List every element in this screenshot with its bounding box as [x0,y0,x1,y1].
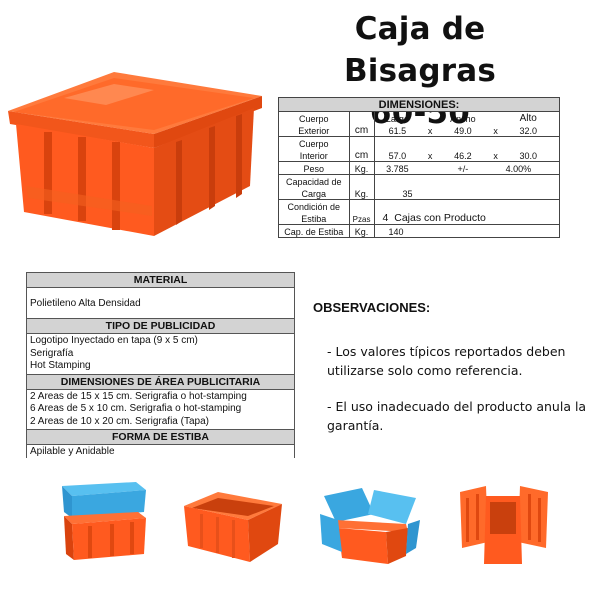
peso-unit: Kg. [348,161,375,175]
capacidad-label-2: Carga [278,187,350,200]
peso-tolerance: 4.00% [485,161,551,175]
title-line-1: Caja de Bisagras [343,11,497,89]
estiba-value: 4 Cajas con Producto [373,212,561,225]
nested-box-image [184,492,282,562]
interior-ancho: 46.2 [439,149,486,162]
exterior-alto: 32.0 [505,124,551,137]
header-ancho: Ancho [439,111,486,124]
capacidad-unit: Kg. [348,187,375,200]
observacion-1: - Los valores típicos reportados deben u… [327,344,566,378]
publicidad-header: TIPO DE PUBLICIDAD [26,318,295,334]
cap-estiba-label: Cap. de Estiba [278,224,350,238]
cap-estiba-unit: Kg. [348,224,375,238]
dimensions-table: DIMENSIONES: Cuerpo Largo Ancho Alto Ext… [278,97,561,238]
peso-label: Peso [278,161,350,175]
area-list: 2 Areas de 15 x 15 cm. Serigrafia o hot-… [26,388,295,430]
exterior-ancho: 49.0 [439,124,486,137]
material-table: MATERIAL Polietileno Alta Densidad TIPO … [26,272,295,458]
material-header: MATERIAL [26,272,295,288]
interior-alto: 30.0 [505,149,551,162]
interior-largo: 57.0 [374,149,421,162]
capacidad-value: 35 [373,187,561,200]
interior-label-2: Interior [278,149,350,162]
observacion-2: - El uso inadecuado del producto anula l… [327,399,587,433]
material-value: Polietileno Alta Densidad [26,287,295,319]
forma-estiba-value: Apilable y Anidable [26,444,295,458]
capacidad-label: Capacidad de [278,174,350,187]
stacked-boxes-image [62,482,146,560]
exterior-unit: cm [348,124,375,137]
cap-estiba-value: 140 [373,224,561,238]
header-largo: Largo [374,111,421,124]
peso-pm: +/- [439,161,486,175]
estiba-unit: Pzas [348,212,375,225]
peso-value: 3.785 [374,161,421,175]
observaciones-title: OBSERVACIONES: [313,300,431,315]
forma-estiba-header: FORMA DE ESTIBA [26,429,295,445]
exterior-label: Cuerpo [278,111,350,124]
exterior-label-2: Exterior [278,124,350,137]
dimensions-header: DIMENSIONES: [278,97,560,112]
area-header: DIMENSIONES DE ÁREA PUBLICITARIA [26,373,295,390]
hinged-box-image [8,72,262,236]
estiba-label: Condición de [278,199,350,212]
open-lid-box-image [320,488,420,564]
header-alto: Alto [505,111,551,124]
hinged-open-box-image [460,486,548,564]
exterior-largo: 61.5 [374,124,421,137]
interior-unit: cm [348,149,375,162]
publicidad-list: Logotipo Inyectado en tapa (9 x 5 cm) Se… [26,333,295,375]
estiba-label-2: Estiba [278,212,350,225]
interior-label: Cuerpo [278,136,350,149]
